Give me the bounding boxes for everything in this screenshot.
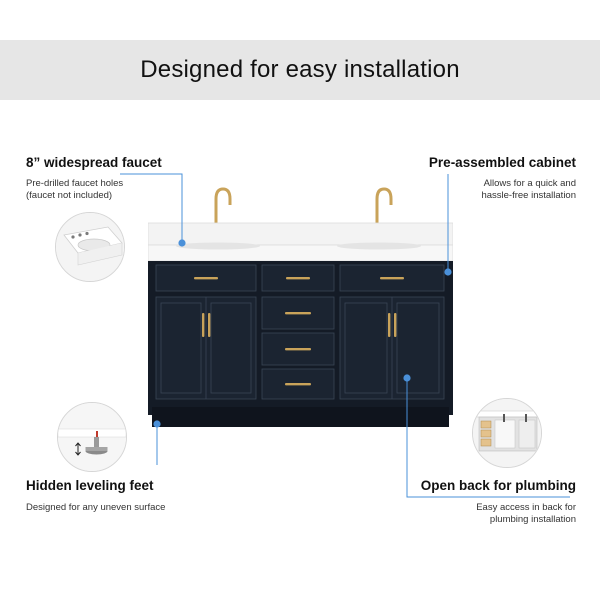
plumbing-feature-title: Open back for plumbing [420,478,576,493]
leveling-foot-image [57,402,127,472]
faucet-feature-title: 8” widespread faucet [26,155,162,170]
sink-icon [56,213,124,281]
cabinet-feature-title: Pre-assembled cabinet [428,155,576,170]
leveling-foot-icon [58,403,126,471]
double-vanity-image [148,187,453,427]
feet-feature-desc-1: Designed for any uneven surface [26,502,166,513]
plumbing-feature-desc-1: Easy access in back for [476,502,576,513]
vanity-illustration [148,185,453,430]
cabinet-feature-desc-2: hassle-free installation [481,190,576,201]
cabinet-back-icon [473,399,541,467]
faucet-feature-desc-2: (faucet not included) [26,190,113,201]
feet-feature-title: Hidden leveling feet [26,478,154,493]
header-banner: Designed for easy installation [0,40,600,100]
page-title: Designed for easy installation [140,56,460,83]
cabinet-feature-desc-1: Allows for a quick and [483,178,576,189]
cabinet-back-image [472,398,542,468]
faucet-feature-desc-1: Pre-drilled faucet holes [26,178,124,189]
sink-detail-image [55,212,125,282]
plumbing-feature-desc-2: plumbing installation [489,514,576,525]
